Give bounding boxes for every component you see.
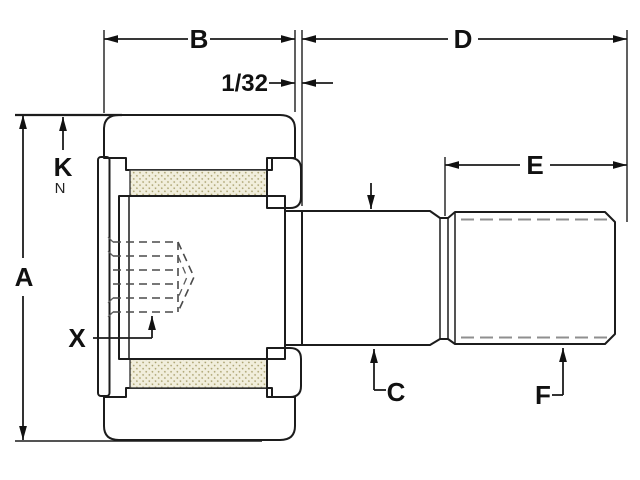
dim-label-b: B xyxy=(190,24,209,54)
needle-rollers-top xyxy=(129,169,268,197)
dim-label-x: X xyxy=(68,323,86,353)
end-plate-left xyxy=(97,156,111,397)
end-plate-right-bottom xyxy=(266,347,302,398)
dim-f: F xyxy=(535,348,567,410)
dim-a: A xyxy=(15,115,34,440)
dim-label-c: C xyxy=(387,377,406,407)
dim-label-f: F xyxy=(535,380,551,410)
stud-head xyxy=(118,195,286,360)
dim-e: E xyxy=(445,150,627,180)
needle-rollers-bottom xyxy=(129,358,268,389)
stud-shank-outline xyxy=(284,210,616,346)
dim-label-clearance: 1/32 xyxy=(221,70,268,97)
dim-clearance: 1/32 xyxy=(221,70,333,97)
dim-label-d: D xyxy=(454,24,473,54)
dim-label-e: E xyxy=(526,150,543,180)
dim-d: D xyxy=(302,24,627,54)
stud-shank-and-thread xyxy=(284,210,616,346)
dim-c: C xyxy=(367,183,406,407)
dim-label-a: A xyxy=(15,262,34,292)
extension-lines xyxy=(15,30,628,442)
dim-label-k-sub: N xyxy=(55,180,66,197)
dim-b: B xyxy=(104,24,295,54)
hex-socket-hidden-lines xyxy=(104,233,195,321)
end-plate-right-top xyxy=(266,157,302,209)
dim-x: X xyxy=(68,316,156,353)
dim-label-k: K xyxy=(54,152,73,182)
dim-k: K N xyxy=(54,117,73,197)
